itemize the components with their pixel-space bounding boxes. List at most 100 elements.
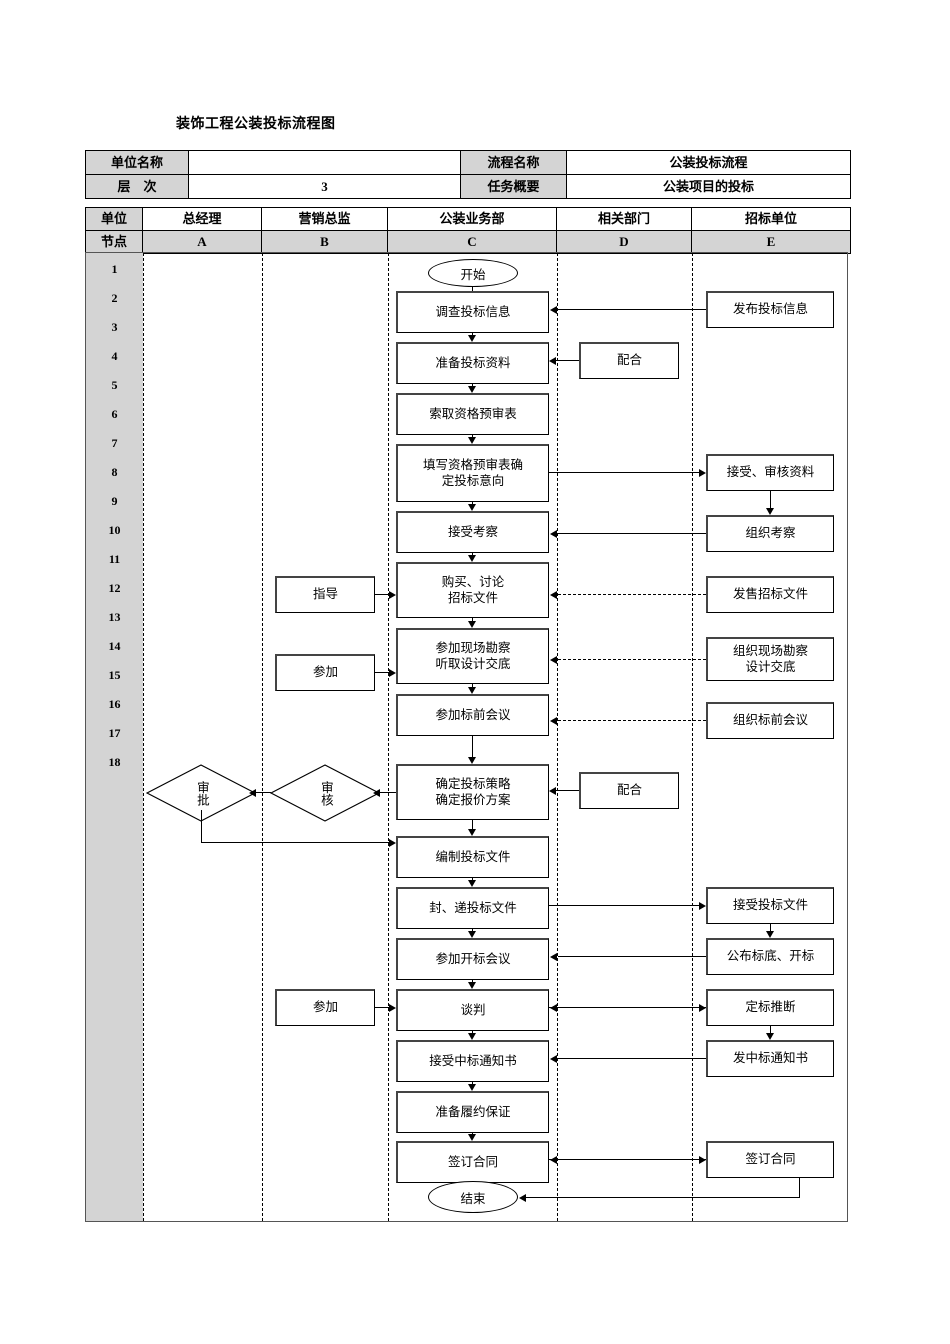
process-c-10: 编制投标文件 xyxy=(396,836,549,878)
arrowhead-c5-c6 xyxy=(468,555,476,562)
arrowhead-c9-c10 xyxy=(468,829,476,836)
node-number: 3 xyxy=(111,320,118,334)
lane-divider-node xyxy=(143,253,144,1221)
conn-e10-c14 xyxy=(558,1058,706,1059)
conn-c9-c10 xyxy=(472,820,473,829)
decision-a-label: 审批 xyxy=(194,780,209,806)
process-c-4: 填写资格预审表确 定投标意向 xyxy=(396,444,549,502)
conn-approve-c10-h xyxy=(201,842,389,843)
conn-b3-c13 xyxy=(375,1007,389,1008)
arrowhead-c11-c12 xyxy=(468,931,476,938)
header-value-task-summary: 公装项目的投标 xyxy=(566,174,851,199)
lane-divider-c xyxy=(557,253,558,1221)
process-c-8: 参加标前会议 xyxy=(396,694,549,736)
conn-c13-e9 xyxy=(549,1007,706,1008)
process-c-1: 调查投标信息 xyxy=(396,291,549,333)
node-number: 1 xyxy=(111,262,118,276)
conn-d1-c2 xyxy=(556,360,579,361)
process-c-3: 索取资格预审表 xyxy=(396,393,549,435)
arrowhead-approve-c10 xyxy=(389,839,396,847)
conn-approve-c10-v xyxy=(201,810,202,842)
node-number: 17 xyxy=(108,726,121,740)
arrowhead-c14-c15 xyxy=(468,1084,476,1091)
lane-unit-d: 相关部门 xyxy=(556,207,692,231)
conn-c4-c5 xyxy=(472,502,473,504)
conn-e2-e3 xyxy=(770,491,771,508)
process-c-14: 接受中标通知书 xyxy=(396,1040,549,1082)
conn-e8-c12 xyxy=(558,956,706,957)
node-number: 8 xyxy=(111,465,118,479)
arrowhead-b3-c13 xyxy=(389,1004,396,1012)
node-number: 11 xyxy=(108,552,121,566)
header-label-task-summary: 任务概要 xyxy=(460,174,567,199)
process-e-10: 发中标通知书 xyxy=(706,1040,834,1077)
lane-unit-e: 招标单位 xyxy=(691,207,851,231)
lane-node-a: A xyxy=(142,230,262,254)
conn-c11-e7 xyxy=(549,905,699,906)
header-row: 单位名称 流程名称 公装投标流程 xyxy=(85,150,851,175)
arrowhead-review-approve xyxy=(249,789,256,797)
lane-unit-c: 公装业务部 xyxy=(387,207,557,231)
conn-e9-e10 xyxy=(770,1026,771,1033)
process-c-12: 参加开标会议 xyxy=(396,938,549,980)
header-row: 层 次 3 任务概要 公装项目的投标 xyxy=(85,174,851,199)
node-number: 12 xyxy=(108,581,121,595)
process-c-9: 确定投标策略 确定报价方案 xyxy=(396,764,549,820)
process-e-7: 接受投标文件 xyxy=(706,887,834,924)
arrowhead-c4-e2 xyxy=(699,469,706,477)
arrowhead-c4-c5 xyxy=(468,504,476,511)
process-c-6: 购买、讨论 招标文件 xyxy=(396,562,549,618)
decision-b-label: 审核 xyxy=(318,780,333,806)
lane-divider-a xyxy=(262,253,263,1221)
lane-node-e: E xyxy=(691,230,851,254)
arrowhead-c6-c7 xyxy=(468,621,476,628)
node-number: 7 xyxy=(111,436,118,450)
conn-c9-review xyxy=(380,792,396,793)
node-number: 15 xyxy=(108,668,121,682)
conn-c8-c9 xyxy=(472,736,473,757)
arrowhead-c13-c14 xyxy=(468,1033,476,1040)
conn-c4-e2 xyxy=(549,472,699,473)
process-e-3: 组织考察 xyxy=(706,515,834,552)
process-c-11: 封、递投标文件 xyxy=(396,887,549,929)
conn-e3-c5 xyxy=(558,533,706,534)
lane-divider-d xyxy=(692,253,693,1221)
arrowhead-e3-c5 xyxy=(550,530,557,538)
conn-e11-end-h xyxy=(526,1197,800,1198)
process-e-1: 发布投标信息 xyxy=(706,291,834,328)
arrowhead-d1-c2 xyxy=(549,357,556,365)
end-terminator: 结束 xyxy=(428,1181,518,1213)
conn-c6-c7 xyxy=(472,618,473,621)
process-c-2: 准备投标资料 xyxy=(396,342,549,384)
node-number: 14 xyxy=(108,639,121,653)
conn-e6-c8 xyxy=(558,720,706,721)
conn-e11-end-v xyxy=(799,1178,800,1197)
arrowhead-c7-c8 xyxy=(468,687,476,694)
process-d-1: 配合 xyxy=(579,342,679,379)
conn-c7-c8 xyxy=(472,684,473,687)
conn-e7-e8 xyxy=(770,924,771,931)
process-c-16: 签订合同 xyxy=(396,1141,549,1183)
process-c-5: 接受考察 xyxy=(396,511,549,553)
header-value-process-name: 公装投标流程 xyxy=(566,150,851,175)
arrowhead-end xyxy=(519,1194,526,1202)
arrowhead-e7-e8 xyxy=(766,931,774,938)
node-number: 9 xyxy=(111,494,118,508)
header-label-unit-name: 单位名称 xyxy=(85,150,189,175)
conn-c5-c6 xyxy=(472,553,473,555)
arrowhead-e5-c7 xyxy=(550,656,557,664)
lane-node-c: C xyxy=(387,230,557,254)
lane-corner-node: 节点 xyxy=(85,230,143,254)
process-b-3: 参加 xyxy=(275,989,375,1026)
arrowhead-c15-c16 xyxy=(468,1134,476,1141)
conn-e5-c7 xyxy=(558,659,706,660)
node-number: 13 xyxy=(108,610,121,624)
process-c-7: 参加现场勘察 听取设计交底 xyxy=(396,628,549,684)
conn-e4-c6 xyxy=(558,594,706,595)
conn-c12-c13 xyxy=(472,980,473,982)
arrowhead-e9-c13 xyxy=(550,1004,557,1012)
process-e-9: 定标推断 xyxy=(706,989,834,1026)
lane-header-table: 单位 总经理 营销总监 公装业务部 相关部门 招标单位 节点 A B C D E xyxy=(85,207,851,254)
node-number: 2 xyxy=(111,291,118,305)
